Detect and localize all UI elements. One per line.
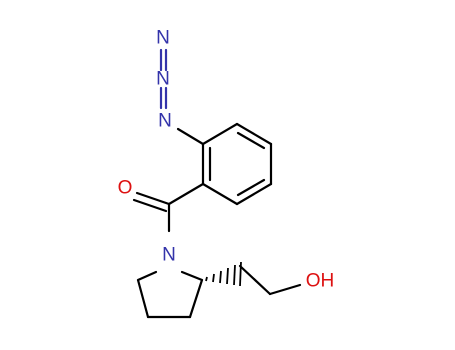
chain-bond-1 xyxy=(238,264,272,296)
azide-group xyxy=(159,48,205,146)
benzene-bond-2-inner xyxy=(236,131,266,150)
pyrrolidine-bond-left-bottom xyxy=(136,278,150,319)
hash-3 xyxy=(219,270,222,284)
hash-2 xyxy=(212,273,215,283)
hash-5 xyxy=(233,264,236,286)
hash-4 xyxy=(226,267,229,285)
benzene-bond-5 xyxy=(201,182,239,206)
carbonyl-double-bond-b xyxy=(132,198,168,213)
benzene-ring xyxy=(201,122,273,206)
benzene-bond-2 xyxy=(235,122,273,146)
chain-bond-2 xyxy=(268,283,302,296)
azide-n-central-label: N xyxy=(156,69,170,90)
pyrrolidine-ring xyxy=(136,270,204,319)
stereo-hashed-bond xyxy=(205,261,242,287)
hydroxyethyl-chain xyxy=(238,264,302,296)
ring-nitrogen-label: N xyxy=(162,245,176,266)
azide-bond-ring xyxy=(176,127,205,146)
benzene-bond-4-inner xyxy=(236,178,266,197)
azide-n-terminal-label: N xyxy=(156,28,170,49)
benzene-bond-4 xyxy=(235,182,273,206)
carbonyl-group xyxy=(132,182,205,233)
carbonyl-to-ring-bond xyxy=(167,182,205,206)
hash-1 xyxy=(205,276,208,282)
azide-n-attached-label: N xyxy=(158,111,172,132)
hydroxyl-label: OH xyxy=(306,271,335,292)
pyrrolidine-bond-right-n xyxy=(180,270,204,282)
carbonyl-oxygen-label: O xyxy=(118,178,133,199)
carbonyl-double-bond-a xyxy=(135,191,171,206)
benzene-bond-1 xyxy=(201,122,239,146)
pyrrolidine-bond-n-left xyxy=(136,270,158,282)
pyrrolidine-bond-bottom-right xyxy=(188,278,204,319)
